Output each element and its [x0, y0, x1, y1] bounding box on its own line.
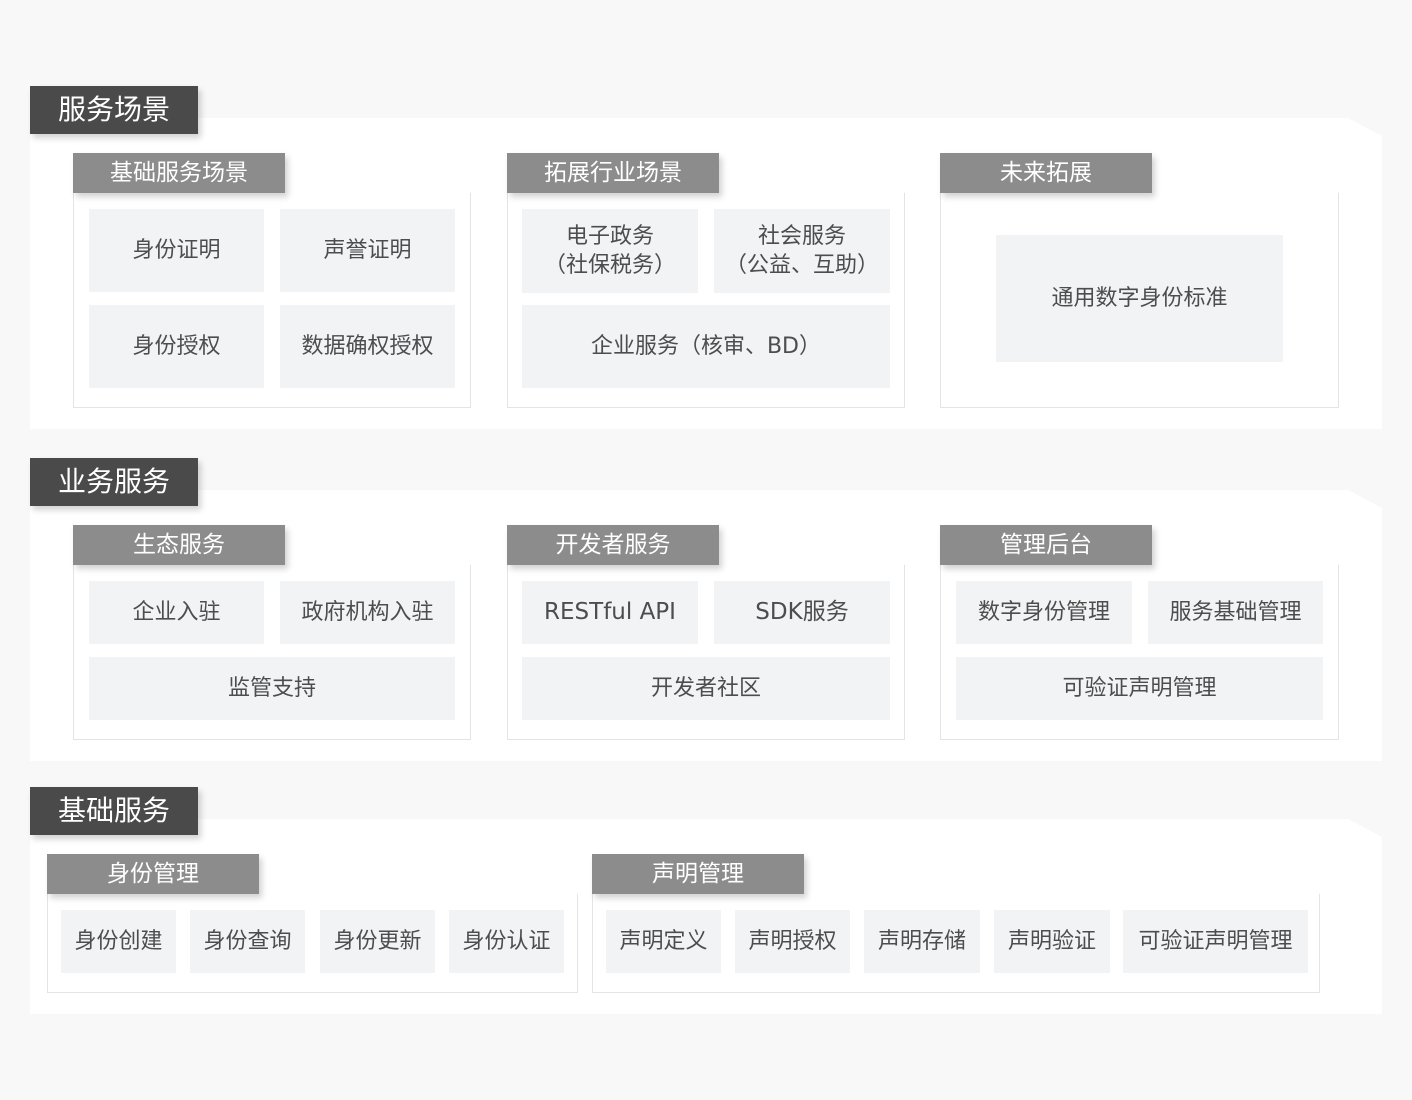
- group-title: 声明管理: [592, 854, 804, 894]
- cell-enterprise-onboarding: 企业入驻: [89, 581, 264, 644]
- group-identity-management: 身份管理 身份创建 身份查询 身份更新 身份认证: [47, 854, 578, 993]
- section-title: 基础服务: [30, 787, 198, 835]
- cell-verifiable-claims-management: 可验证声明管理: [956, 657, 1323, 720]
- group-admin-console: 管理后台 数字身份管理 服务基础管理 可验证声明管理: [940, 525, 1339, 740]
- cell-claim-verification: 声明验证: [994, 910, 1110, 973]
- section-foundation-services: 基础服务 身份管理 身份创建 身份查询 身份更新 身份认证 声明管理 声明定义 …: [30, 787, 1382, 1014]
- group-basic-scenarios: 基础服务场景 身份证明 声誉证明 身份授权 数据确权授权: [73, 153, 471, 408]
- cell-regulatory-support: 监管支持: [89, 657, 455, 720]
- cell-identity-authorization: 身份授权: [89, 305, 264, 388]
- group-title: 拓展行业场景: [507, 153, 719, 193]
- cell-universal-digital-identity-standard: 通用数字身份标准: [996, 235, 1283, 362]
- cell-service-foundation-management: 服务基础管理: [1148, 581, 1323, 644]
- group-title: 生态服务: [73, 525, 285, 565]
- cell-sdk-service: SDK服务: [714, 581, 890, 644]
- cell-line: 社会服务: [757, 224, 846, 249]
- cell-claim-authorization: 声明授权: [735, 910, 850, 973]
- cell-claim-storage: 声明存储: [864, 910, 980, 973]
- cell-identity-proof: 身份证明: [89, 209, 264, 292]
- section-title: 业务服务: [30, 458, 198, 506]
- cell-enterprise-services: 企业服务（核审、BD）: [522, 305, 890, 388]
- cell-line: （公益、互助）: [724, 253, 879, 278]
- group-title: 未来拓展: [940, 153, 1152, 193]
- section-title: 服务场景: [30, 86, 198, 134]
- cell-e-government: 电子政务 （社保税务）: [522, 209, 698, 293]
- cell-digital-identity-management: 数字身份管理: [956, 581, 1132, 644]
- cell-line: 电子政务: [565, 224, 654, 249]
- cell-developer-community: 开发者社区: [522, 657, 890, 720]
- cell-reputation-proof: 声誉证明: [280, 209, 455, 292]
- group-extended-industry-scenarios: 拓展行业场景 电子政务 （社保税务） 社会服务 （公益、互助） 企业服务（核审、…: [507, 153, 905, 408]
- section-service-scenarios: 服务场景 基础服务场景 身份证明 声誉证明 身份授权 数据确权授权 拓展行业场景…: [30, 86, 1382, 429]
- cell-social-services: 社会服务 （公益、互助）: [714, 209, 890, 293]
- cell-verifiable-claims-management: 可验证声明管理: [1123, 910, 1308, 973]
- cell-line: （社保税务）: [543, 253, 676, 278]
- cell-claim-definition: 声明定义: [606, 910, 721, 973]
- cell-data-rights-authorization: 数据确权授权: [280, 305, 455, 388]
- group-title: 开发者服务: [507, 525, 719, 565]
- cell-government-onboarding: 政府机构入驻: [280, 581, 455, 644]
- group-title: 管理后台: [940, 525, 1152, 565]
- group-claims-management: 声明管理 声明定义 声明授权 声明存储 声明验证 可验证声明管理: [592, 854, 1320, 993]
- group-title: 基础服务场景: [73, 153, 285, 193]
- group-ecosystem-services: 生态服务 企业入驻 政府机构入驻 监管支持: [73, 525, 471, 740]
- group-title: 身份管理: [47, 854, 259, 894]
- group-developer-services: 开发者服务 RESTful API SDK服务 开发者社区: [507, 525, 905, 740]
- cell-identity-creation: 身份创建: [61, 910, 176, 973]
- cell-restful-api: RESTful API: [522, 581, 698, 644]
- cell-identity-query: 身份查询: [190, 910, 305, 973]
- cell-identity-authentication: 身份认证: [449, 910, 564, 973]
- section-business-services: 业务服务 生态服务 企业入驻 政府机构入驻 监管支持 开发者服务 RESTful…: [30, 458, 1382, 761]
- group-future-expansion: 未来拓展 通用数字身份标准: [940, 153, 1339, 408]
- cell-identity-update: 身份更新: [320, 910, 435, 973]
